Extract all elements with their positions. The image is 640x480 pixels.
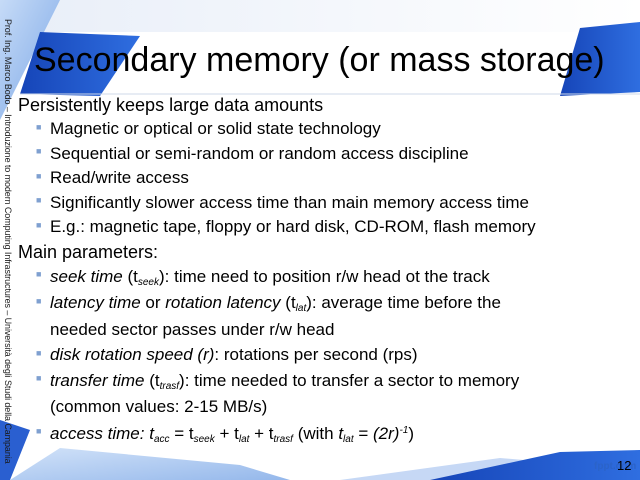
bullet-level2: ■access time: tacc = tseek + tlat + ttra… [18,421,628,448]
bullet-level2: ■Read/write access [18,166,628,191]
bullet-continuation: ■needed sector passes under r/w head [50,319,335,339]
top-right-blue-shape [560,22,640,96]
bullet-level2: ■disk rotation speed (r): rotations per … [18,343,628,368]
square-bullet-icon: ■ [36,146,42,157]
top-left-blue-shape [20,32,140,96]
bullet-level2: ■Sequential or semi-random or random acc… [18,142,628,167]
slide-content: Persistently keeps large data amounts ■M… [18,93,628,447]
square-bullet-icon: ■ [36,269,42,280]
square-bullet-icon: ■ [36,426,42,437]
bottom-right-blue-shape [430,450,640,480]
bullet-level1: Main parameters: [18,241,159,262]
bullet-level2: ■transfer time (ttrasf): time needed to … [18,368,628,395]
bullet-level2: ■Significantly slower access time than m… [18,191,628,216]
top-band [0,0,640,32]
vertical-side-text: Prof. Ing. Marco Bodo – Introduzione to … [3,19,13,464]
square-bullet-icon: ■ [36,219,42,230]
fppt-logo: fppt.com [594,461,637,472]
square-bullet-icon: ■ [36,295,42,306]
bullet-level2: ■seek time (tseek): time need to positio… [18,264,628,291]
square-bullet-icon: ■ [36,195,42,206]
page-number: 12 [617,458,632,473]
bullet-level1: Persistently keeps large data amounts [18,95,324,115]
bullet-continuation: ■(common values: 2-15 MB/s) [50,397,268,417]
square-bullet-icon: ■ [36,373,42,384]
bottom-left-light-shape [10,448,290,480]
square-bullet-icon: ■ [36,347,42,358]
bottom-left-blue-shape [0,420,30,480]
square-bullet-icon: ■ [36,170,42,181]
top-left-light-shape [0,0,60,120]
slide-title: Secondary memory (or mass storage) [34,41,605,79]
square-bullet-icon: ■ [36,121,42,132]
bullet-level2: ■latency time or rotation latency (tlat)… [18,290,628,317]
bullet-level2: ■E.g.: magnetic tape, floppy or hard dis… [18,215,628,240]
bullet-level2: ■Magnetic or optical or solid state tech… [18,117,628,142]
